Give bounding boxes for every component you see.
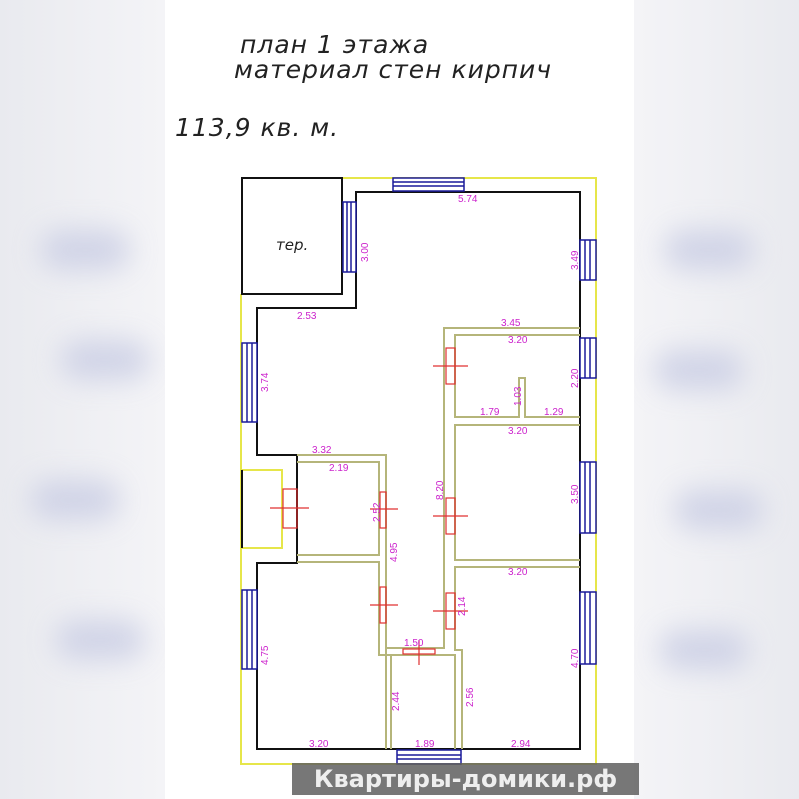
dim-step: 2.53 xyxy=(297,311,317,322)
dim-right-upper: 3.49 xyxy=(570,250,581,270)
dim-bath-right: 1.29 xyxy=(544,407,564,418)
dim-partition: 1.03 xyxy=(513,386,524,406)
dim-right-middle: 3.50 xyxy=(570,484,581,504)
windows xyxy=(241,177,597,765)
dimension-labels: 5.74 3.00 3.49 2.53 3.74 3.45 3.20 2.20 … xyxy=(260,194,581,750)
dim-wc-left: 2.44 xyxy=(391,691,402,711)
terrace xyxy=(241,177,343,295)
watermark: Квартиры-домики.рф xyxy=(292,763,639,795)
dim-bedroom2-width: 3.20 xyxy=(508,426,528,437)
dim-wc-width: 1.50 xyxy=(404,638,424,649)
outer-outline xyxy=(240,177,597,765)
total-area: 113,9 кв. м. xyxy=(175,113,340,142)
dim-corridor-left: 4.95 xyxy=(389,542,400,562)
dim-bottom-left: 3.20 xyxy=(309,739,329,750)
dim-corridor-length: 8.20 xyxy=(435,480,446,500)
dim-bottom-right: 2.94 xyxy=(511,739,531,750)
exterior-walls xyxy=(256,191,581,750)
dim-bottom-middle: 1.89 xyxy=(415,739,435,750)
dim-left-upper: 3.74 xyxy=(260,372,271,392)
dim-bath-width: 3.20 xyxy=(508,335,528,346)
dim-terrace-side: 3.00 xyxy=(360,242,371,262)
dim-room-top: 3.45 xyxy=(501,318,521,329)
dim-bath-left: 1.79 xyxy=(480,407,500,418)
interior-partitions xyxy=(297,327,580,749)
wall-material: материал стен кирпич xyxy=(234,55,553,84)
doors xyxy=(270,347,468,665)
dim-small-room-width: 2.19 xyxy=(329,463,349,474)
terrace-label: тер. xyxy=(276,236,308,254)
blurred-background-left xyxy=(0,0,165,799)
dim-bedroom3-width: 3.20 xyxy=(508,567,528,578)
dim-hall-width: 3.32 xyxy=(312,445,332,456)
plan-title: план 1 этажа xyxy=(240,30,430,59)
dim-left-lower: 4.75 xyxy=(260,645,271,665)
dim-small-room-height: 2.52 xyxy=(372,502,383,522)
dim-right-lower: 4.70 xyxy=(570,648,581,668)
dim-door-side: 2.14 xyxy=(457,596,468,616)
dim-wc-right: 2.56 xyxy=(465,687,476,707)
blurred-background-right xyxy=(634,0,799,799)
dim-bath-height: 2.20 xyxy=(570,368,581,388)
dim-top-wall: 5.74 xyxy=(458,194,478,205)
porch-outline xyxy=(241,469,283,549)
